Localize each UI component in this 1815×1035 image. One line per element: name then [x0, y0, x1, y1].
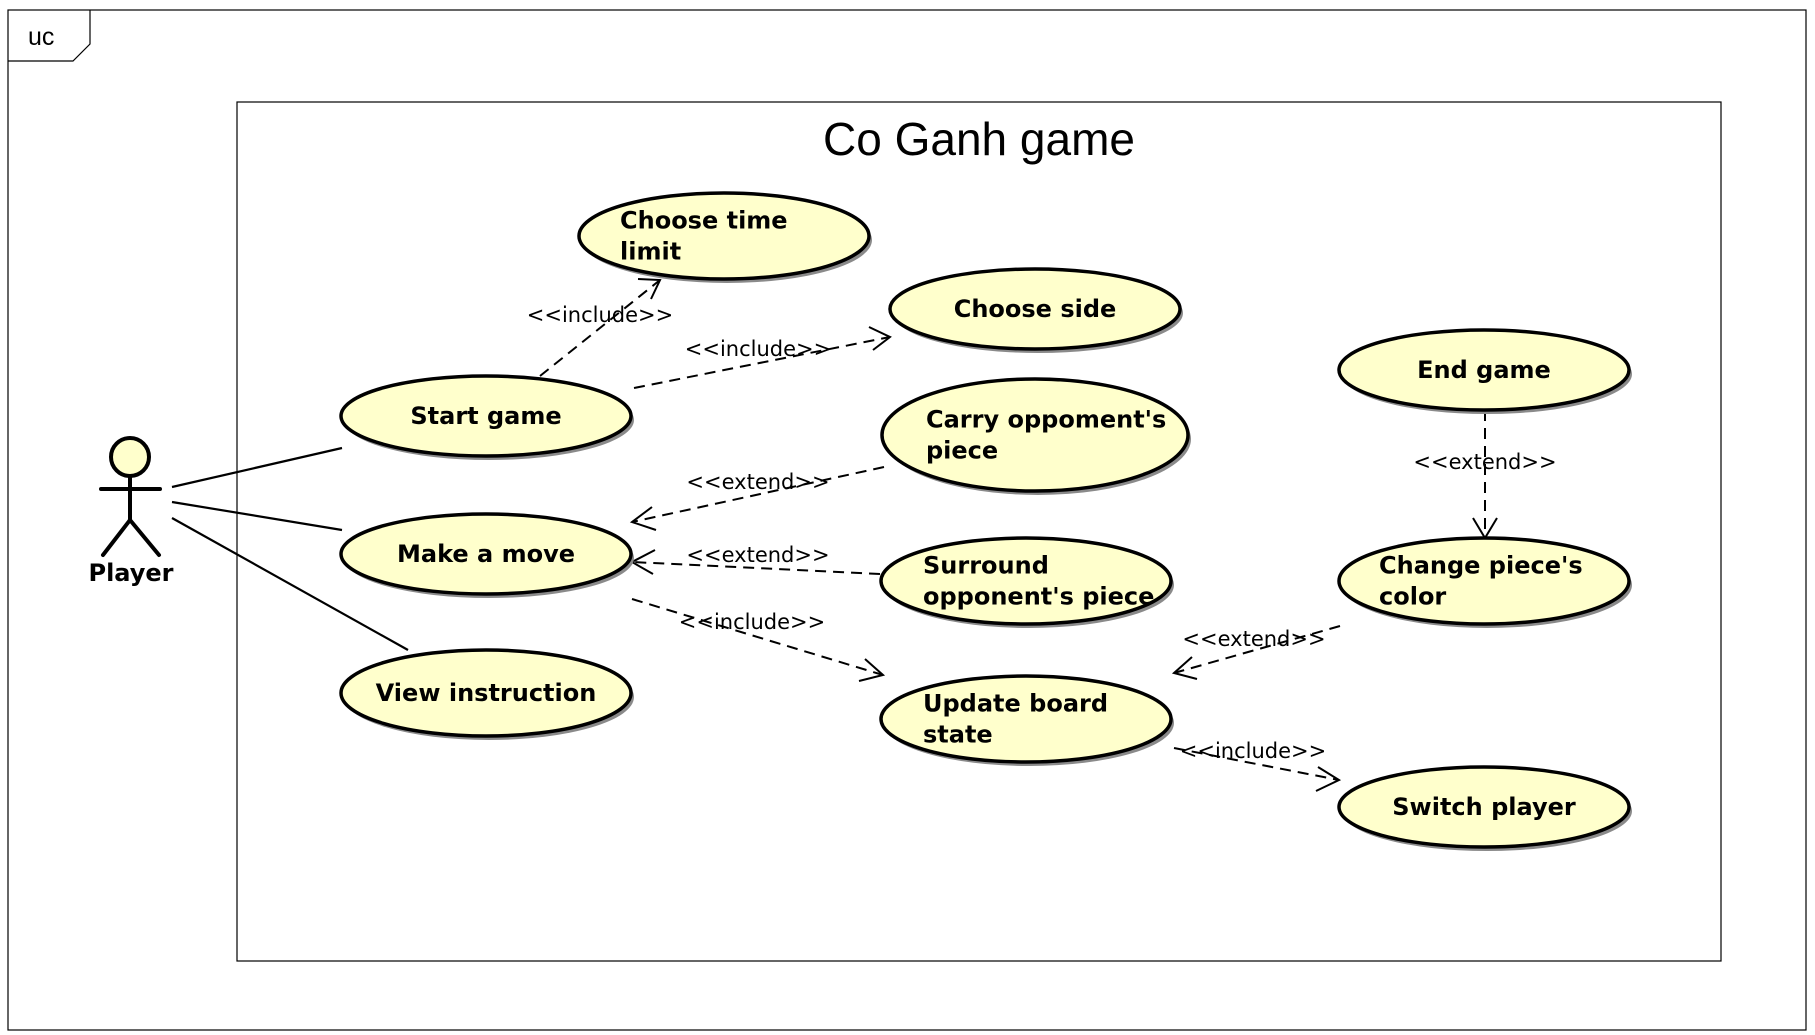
use-case-label: View instruction: [376, 679, 597, 707]
stereo-start-to-side: <<include>>: [685, 337, 831, 361]
use-case-label: End game: [1417, 356, 1551, 384]
use-case-ellipse[interactable]: [888, 267, 1182, 351]
use-case-carry-opponent-piece[interactable]: Carry oppoment's piece: [880, 377, 1191, 495]
association-start-game: [171, 446, 343, 489]
use-case-start-game[interactable]: Start game: [339, 374, 634, 460]
actor-right-leg: [128, 518, 161, 557]
system-boundary: [236, 101, 1722, 962]
actor-head: [109, 436, 151, 478]
use-case-label: Surround: [923, 552, 1049, 580]
association-view-instruction: [171, 517, 409, 651]
actor-name: Player: [88, 559, 173, 587]
use-case-label: limit: [620, 238, 681, 266]
use-case-ellipse[interactable]: [1337, 536, 1631, 626]
use-case-ellipse[interactable]: [1337, 765, 1631, 849]
use-case-ellipse[interactable]: [577, 191, 871, 281]
use-case-label: Switch player: [1392, 793, 1576, 821]
use-case-label: Change piece's: [1379, 552, 1583, 580]
dep-carry-to-move: <<extend>>: [629, 466, 885, 531]
use-case-make-a-move[interactable]: Make a move: [339, 512, 634, 598]
frame-tab: [8, 10, 91, 62]
use-case-view-instruction[interactable]: View instruction: [339, 648, 634, 740]
dep-start-to-time-limit: <<include>>: [527, 278, 673, 377]
use-case-label: Choose side: [954, 295, 1117, 323]
use-case-label: opponent's piece: [923, 583, 1154, 611]
uml-frame: [7, 9, 1807, 1031]
use-case-label: Choose time: [620, 207, 788, 235]
player-actor[interactable]: Player: [88, 436, 174, 587]
stereo-carry-to-move: <<extend>>: [686, 470, 829, 494]
use-case-ellipse[interactable]: [339, 512, 633, 596]
stereo-end-to-change-color: <<extend>>: [1413, 450, 1556, 474]
use-case-label: piece: [926, 437, 998, 465]
use-case-ellipse[interactable]: [879, 536, 1173, 626]
use-case-change-piece-color[interactable]: Change piece's color: [1337, 536, 1632, 628]
use-case-switch-player[interactable]: Switch player: [1337, 765, 1632, 851]
stereo-move-to-update: <<include>>: [679, 610, 825, 634]
use-case-ellipse[interactable]: [880, 377, 1190, 493]
use-case-label: state: [923, 721, 993, 749]
use-case-label: Carry oppoment's: [926, 406, 1166, 434]
use-case-update-board-state[interactable]: Update board state: [879, 674, 1174, 766]
use-case-ellipse[interactable]: [879, 674, 1173, 764]
dep-start-to-side: <<include>>: [633, 326, 892, 389]
dep-change-color-to-update: <<extend>>: [1171, 625, 1341, 680]
stereo-start-to-time-limit: <<include>>: [527, 303, 673, 327]
use-case-label: Start game: [410, 402, 561, 430]
use-case-label: color: [1379, 583, 1446, 611]
stereo-surround-to-move: <<extend>>: [686, 543, 829, 567]
use-case-ellipse[interactable]: [1337, 328, 1631, 412]
dep-surround-to-move: <<extend>>: [629, 543, 881, 575]
actor-left-leg: [101, 518, 132, 557]
use-case-label: Update board: [923, 690, 1108, 718]
use-case-choose-time-limit[interactable]: Choose time limit: [577, 191, 872, 283]
frame-tab-label: uc: [28, 23, 54, 51]
use-case-label: Make a move: [397, 540, 575, 568]
use-case-ellipse[interactable]: [339, 374, 633, 458]
system-title: Co Ganh game: [823, 113, 1135, 165]
stereo-update-to-switch: <<include>>: [1180, 739, 1326, 763]
dep-update-to-switch: <<include>>: [1173, 739, 1342, 792]
use-case-ellipse[interactable]: [339, 648, 633, 738]
use-case-surround-opponent-piece[interactable]: Surround opponent's piece: [879, 536, 1174, 628]
stereo-change-color-to-update: <<extend>>: [1182, 627, 1325, 651]
dep-move-to-update: <<include>>: [631, 598, 886, 682]
use-case-choose-side[interactable]: Choose side: [888, 267, 1183, 353]
use-case-end-game[interactable]: End game: [1337, 328, 1632, 414]
association-make-a-move: [171, 500, 343, 532]
